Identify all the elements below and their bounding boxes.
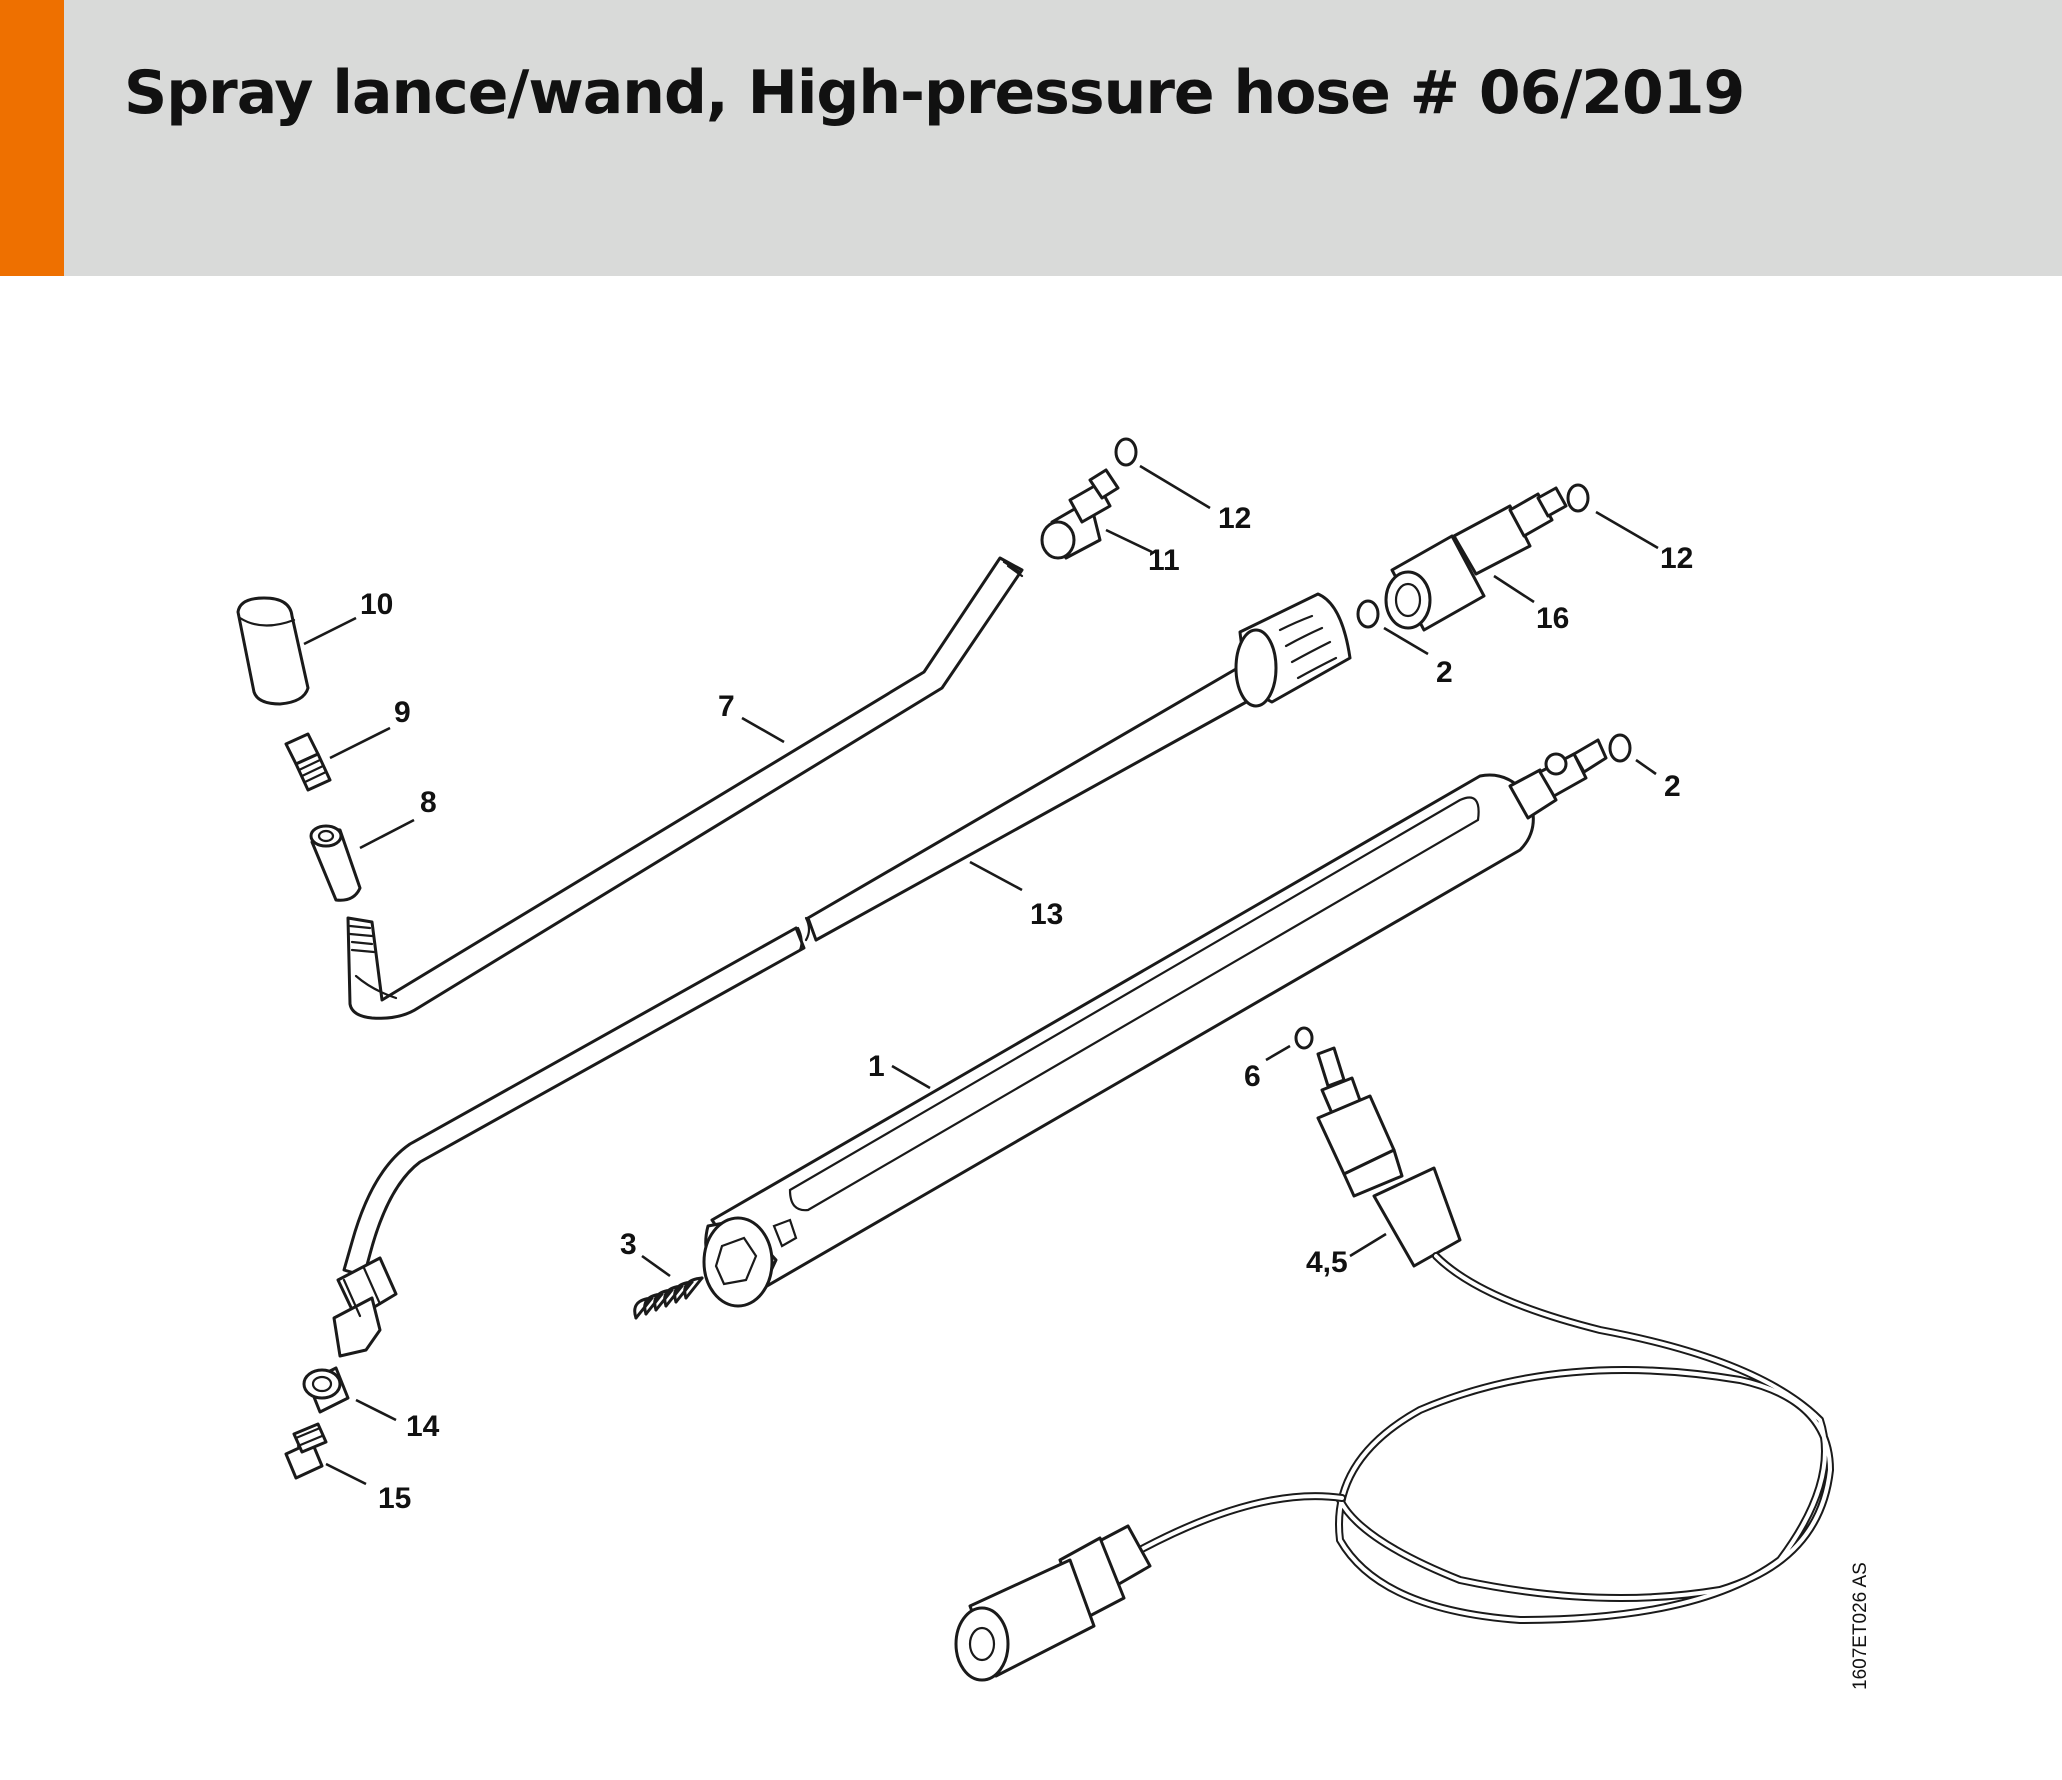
part-2-o-ring-right[interactable] — [1608, 733, 1632, 763]
callout-14: 14 — [406, 1410, 440, 1443]
part-16-coupling-plug[interactable] — [1384, 486, 1568, 632]
callout-1: 1 — [868, 1050, 885, 1083]
part-12-o-ring-upper[interactable] — [1114, 437, 1138, 467]
part-11-coupling[interactable] — [1040, 468, 1120, 560]
callout-11: 11 — [1148, 544, 1180, 577]
header-bar: Spray lance/wand, High-pressure hose # 0… — [0, 0, 2062, 276]
callout-6: 6 — [1244, 1060, 1261, 1093]
part-6-o-ring[interactable] — [1294, 1026, 1314, 1050]
part-14-nut[interactable] — [302, 1366, 350, 1414]
part-4-5-high-pressure-hose[interactable] — [954, 1046, 1835, 1682]
callout-9: 9 — [394, 696, 411, 729]
part-3-spring[interactable] — [633, 1276, 704, 1320]
part-8-nozzle-holder[interactable] — [309, 824, 362, 902]
callout-2-right: 2 — [1664, 770, 1681, 803]
part-13-lance-tube[interactable] — [332, 592, 1352, 1358]
callout-15: 15 — [378, 1482, 411, 1515]
part-1-spray-wand-handle[interactable] — [702, 738, 1608, 1308]
callout-12-right: 12 — [1660, 542, 1693, 575]
part-12-o-ring-right[interactable] — [1566, 483, 1590, 513]
callout-3: 3 — [620, 1228, 637, 1261]
part-10-nozzle-cap[interactable] — [236, 596, 310, 706]
part-2-o-ring-upper[interactable] — [1356, 599, 1380, 629]
orange-accent-bar — [0, 0, 64, 276]
part-9-nozzle[interactable] — [284, 732, 332, 792]
callout-leaders — [303, 464, 1659, 1486]
callout-4-5: 4,5 — [1306, 1246, 1348, 1279]
callout-13: 13 — [1030, 898, 1063, 931]
page-title: Spray lance/wand, High-pressure hose # 0… — [124, 58, 1745, 128]
drawing-reference-code: 1607ET026 AS — [1850, 1562, 1871, 1690]
callout-2-upper: 2 — [1436, 656, 1453, 689]
callout-12-upper: 12 — [1218, 502, 1251, 535]
callout-labels: 10 9 8 7 12 11 12 16 2 2 13 1 3 6 4,5 14… — [360, 502, 1693, 1515]
callout-8: 8 — [420, 786, 437, 819]
callout-7: 7 — [718, 690, 735, 723]
part-15-nozzle-insert[interactable] — [284, 1422, 328, 1480]
callout-16: 16 — [1536, 602, 1569, 635]
callout-10: 10 — [360, 588, 393, 621]
part-7-spray-lance-angled[interactable] — [346, 556, 1024, 1020]
